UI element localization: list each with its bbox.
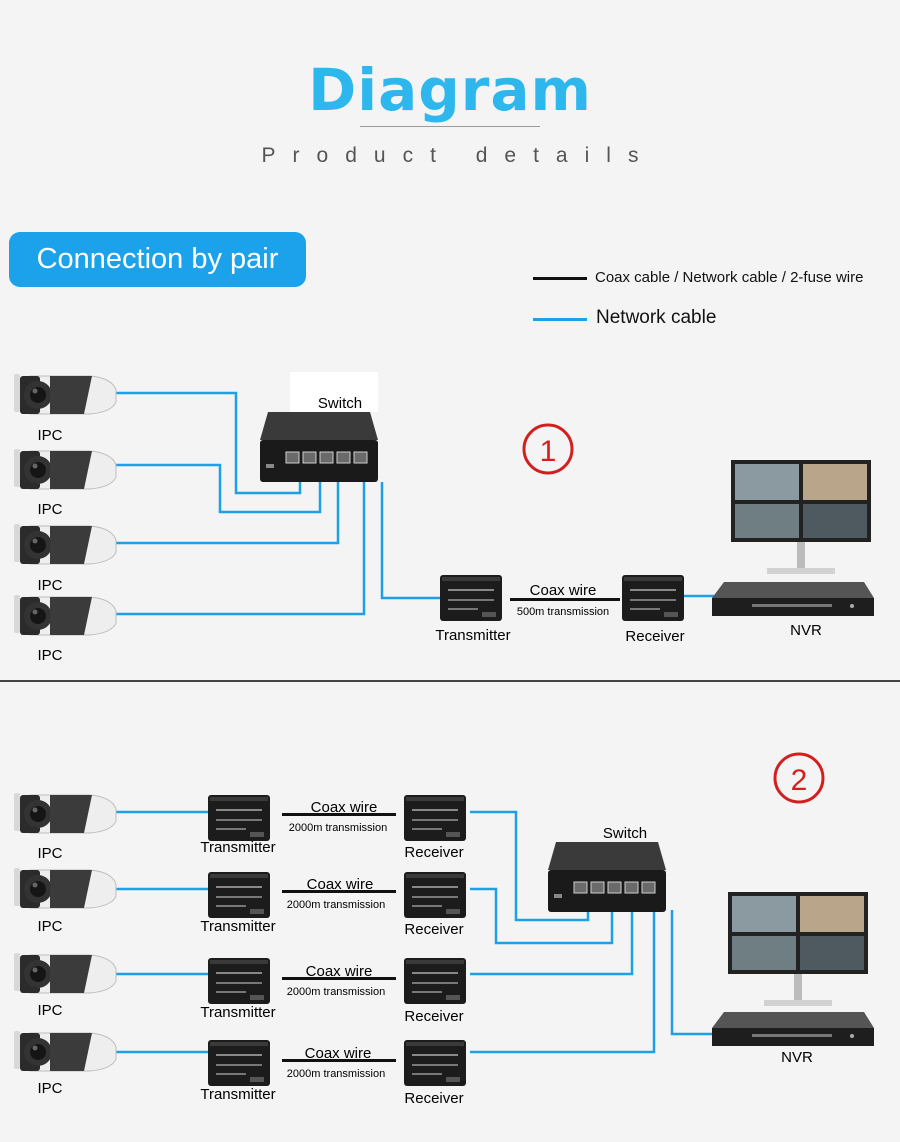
cable-switch-transmitter (380, 482, 442, 600)
coax-label: Coax wire (530, 582, 597, 599)
section-label: Connection by pair (9, 232, 306, 287)
coax-label: Coax wire (305, 1045, 372, 1062)
camera-label: IPC (37, 918, 62, 935)
cable-cam2-switch (106, 463, 322, 514)
section-divider (0, 680, 900, 682)
link-row-4: IPC Transmitter Coax wire 2000m transmis… (13, 1030, 466, 1107)
legend-black-line (533, 277, 587, 280)
switch-device (547, 841, 667, 913)
coax-line-1 (510, 598, 620, 601)
cable-rx3-switch (470, 910, 634, 976)
badge-1 (522, 423, 574, 475)
transmitter-device (208, 872, 270, 918)
nvr-device (712, 582, 874, 616)
camera-icon (13, 952, 117, 994)
transmitter-label: Transmitter (200, 918, 275, 935)
switch-label-bg (290, 372, 378, 412)
camera-icon (13, 594, 117, 636)
receiver-device (622, 575, 684, 621)
camera-label: IPC (37, 501, 62, 518)
camera-label: IPC (37, 647, 62, 664)
cable-switch-nvr (670, 910, 712, 1036)
receiver-device (404, 872, 466, 918)
camera-icon (13, 523, 117, 565)
distance-label: 2000m transmission (287, 899, 385, 911)
badge-1-text: 1 (540, 435, 557, 468)
camera-icon (13, 867, 117, 909)
camera-label: IPC (37, 427, 62, 444)
transmitter-label: Transmitter (200, 1086, 275, 1103)
legend-black-text: Coax cable / Network cable / 2-fuse wire (595, 269, 864, 286)
receiver-device (404, 795, 466, 841)
transmitter-device (208, 1040, 270, 1086)
receiver-label: Receiver (404, 1090, 463, 1107)
link-row-2: IPC Transmitter Coax wire 2000m transmis… (13, 867, 466, 938)
camera-icon (13, 1030, 117, 1072)
badge-2-text: 2 (791, 764, 808, 797)
cable-rx2-switch (470, 887, 614, 945)
monitor-icon (731, 460, 871, 574)
badge-2 (773, 752, 825, 804)
nvr-device (712, 1012, 874, 1046)
camera-label: IPC (37, 845, 62, 862)
legend-blue-text: Network cable (596, 307, 717, 328)
transmitter-label: Transmitter (200, 1004, 275, 1021)
distance-label: 2000m transmission (287, 1068, 385, 1080)
camera-label: IPC (37, 1080, 62, 1097)
camera-label: IPC (37, 577, 62, 594)
monitor-icon (728, 892, 868, 1006)
page-title: Diagram (308, 56, 592, 124)
legend-blue-line (533, 318, 587, 321)
cable-cam3-switch (106, 482, 340, 545)
camera-icon (13, 448, 117, 490)
switch-label: Switch (318, 395, 362, 412)
distance-label: 2000m transmission (287, 986, 385, 998)
coax-label: Coax wire (311, 799, 378, 816)
nvr-label: NVR (790, 622, 822, 639)
switch-label: Switch (603, 825, 647, 842)
receiver-device (404, 958, 466, 1004)
cable-rx4-switch (470, 910, 656, 1054)
transmitter-device (208, 958, 270, 1004)
receiver-device (404, 1040, 466, 1086)
transmitter-label: Transmitter (435, 627, 510, 644)
receiver-label: Receiver (404, 921, 463, 938)
cable-cam4-switch (106, 482, 366, 616)
page-subtitle: Product details (261, 144, 656, 167)
ipc-camera-2 (13, 448, 117, 490)
cable-rx1-switch (470, 810, 590, 922)
transmitter-label: Transmitter (200, 839, 275, 856)
ipc-camera-4 (13, 594, 117, 636)
switch-device (259, 411, 379, 483)
receiver-label: Receiver (625, 628, 684, 645)
link-row-3: IPC Transmitter Coax wire 2000m transmis… (13, 952, 466, 1025)
camera-icon (13, 373, 117, 415)
distance-label: 2000m transmission (289, 822, 387, 834)
nvr-label: NVR (781, 1049, 813, 1066)
receiver-label: Receiver (404, 1008, 463, 1025)
coax-label: Coax wire (306, 963, 373, 980)
ipc-camera-1 (13, 373, 117, 415)
title-underline (360, 126, 540, 127)
cable-cam1-switch (106, 391, 302, 495)
receiver-label: Receiver (404, 844, 463, 861)
ipc-camera-3 (13, 523, 117, 565)
camera-icon (13, 792, 117, 834)
transmitter-device (440, 575, 502, 621)
coax-label: Coax wire (307, 876, 374, 893)
distance-label: 500m transmission (517, 606, 609, 618)
transmitter-device (208, 795, 270, 841)
camera-label: IPC (37, 1002, 62, 1019)
link-row-1: IPC Transmitter Coax wire 2000m transmis… (13, 792, 466, 862)
